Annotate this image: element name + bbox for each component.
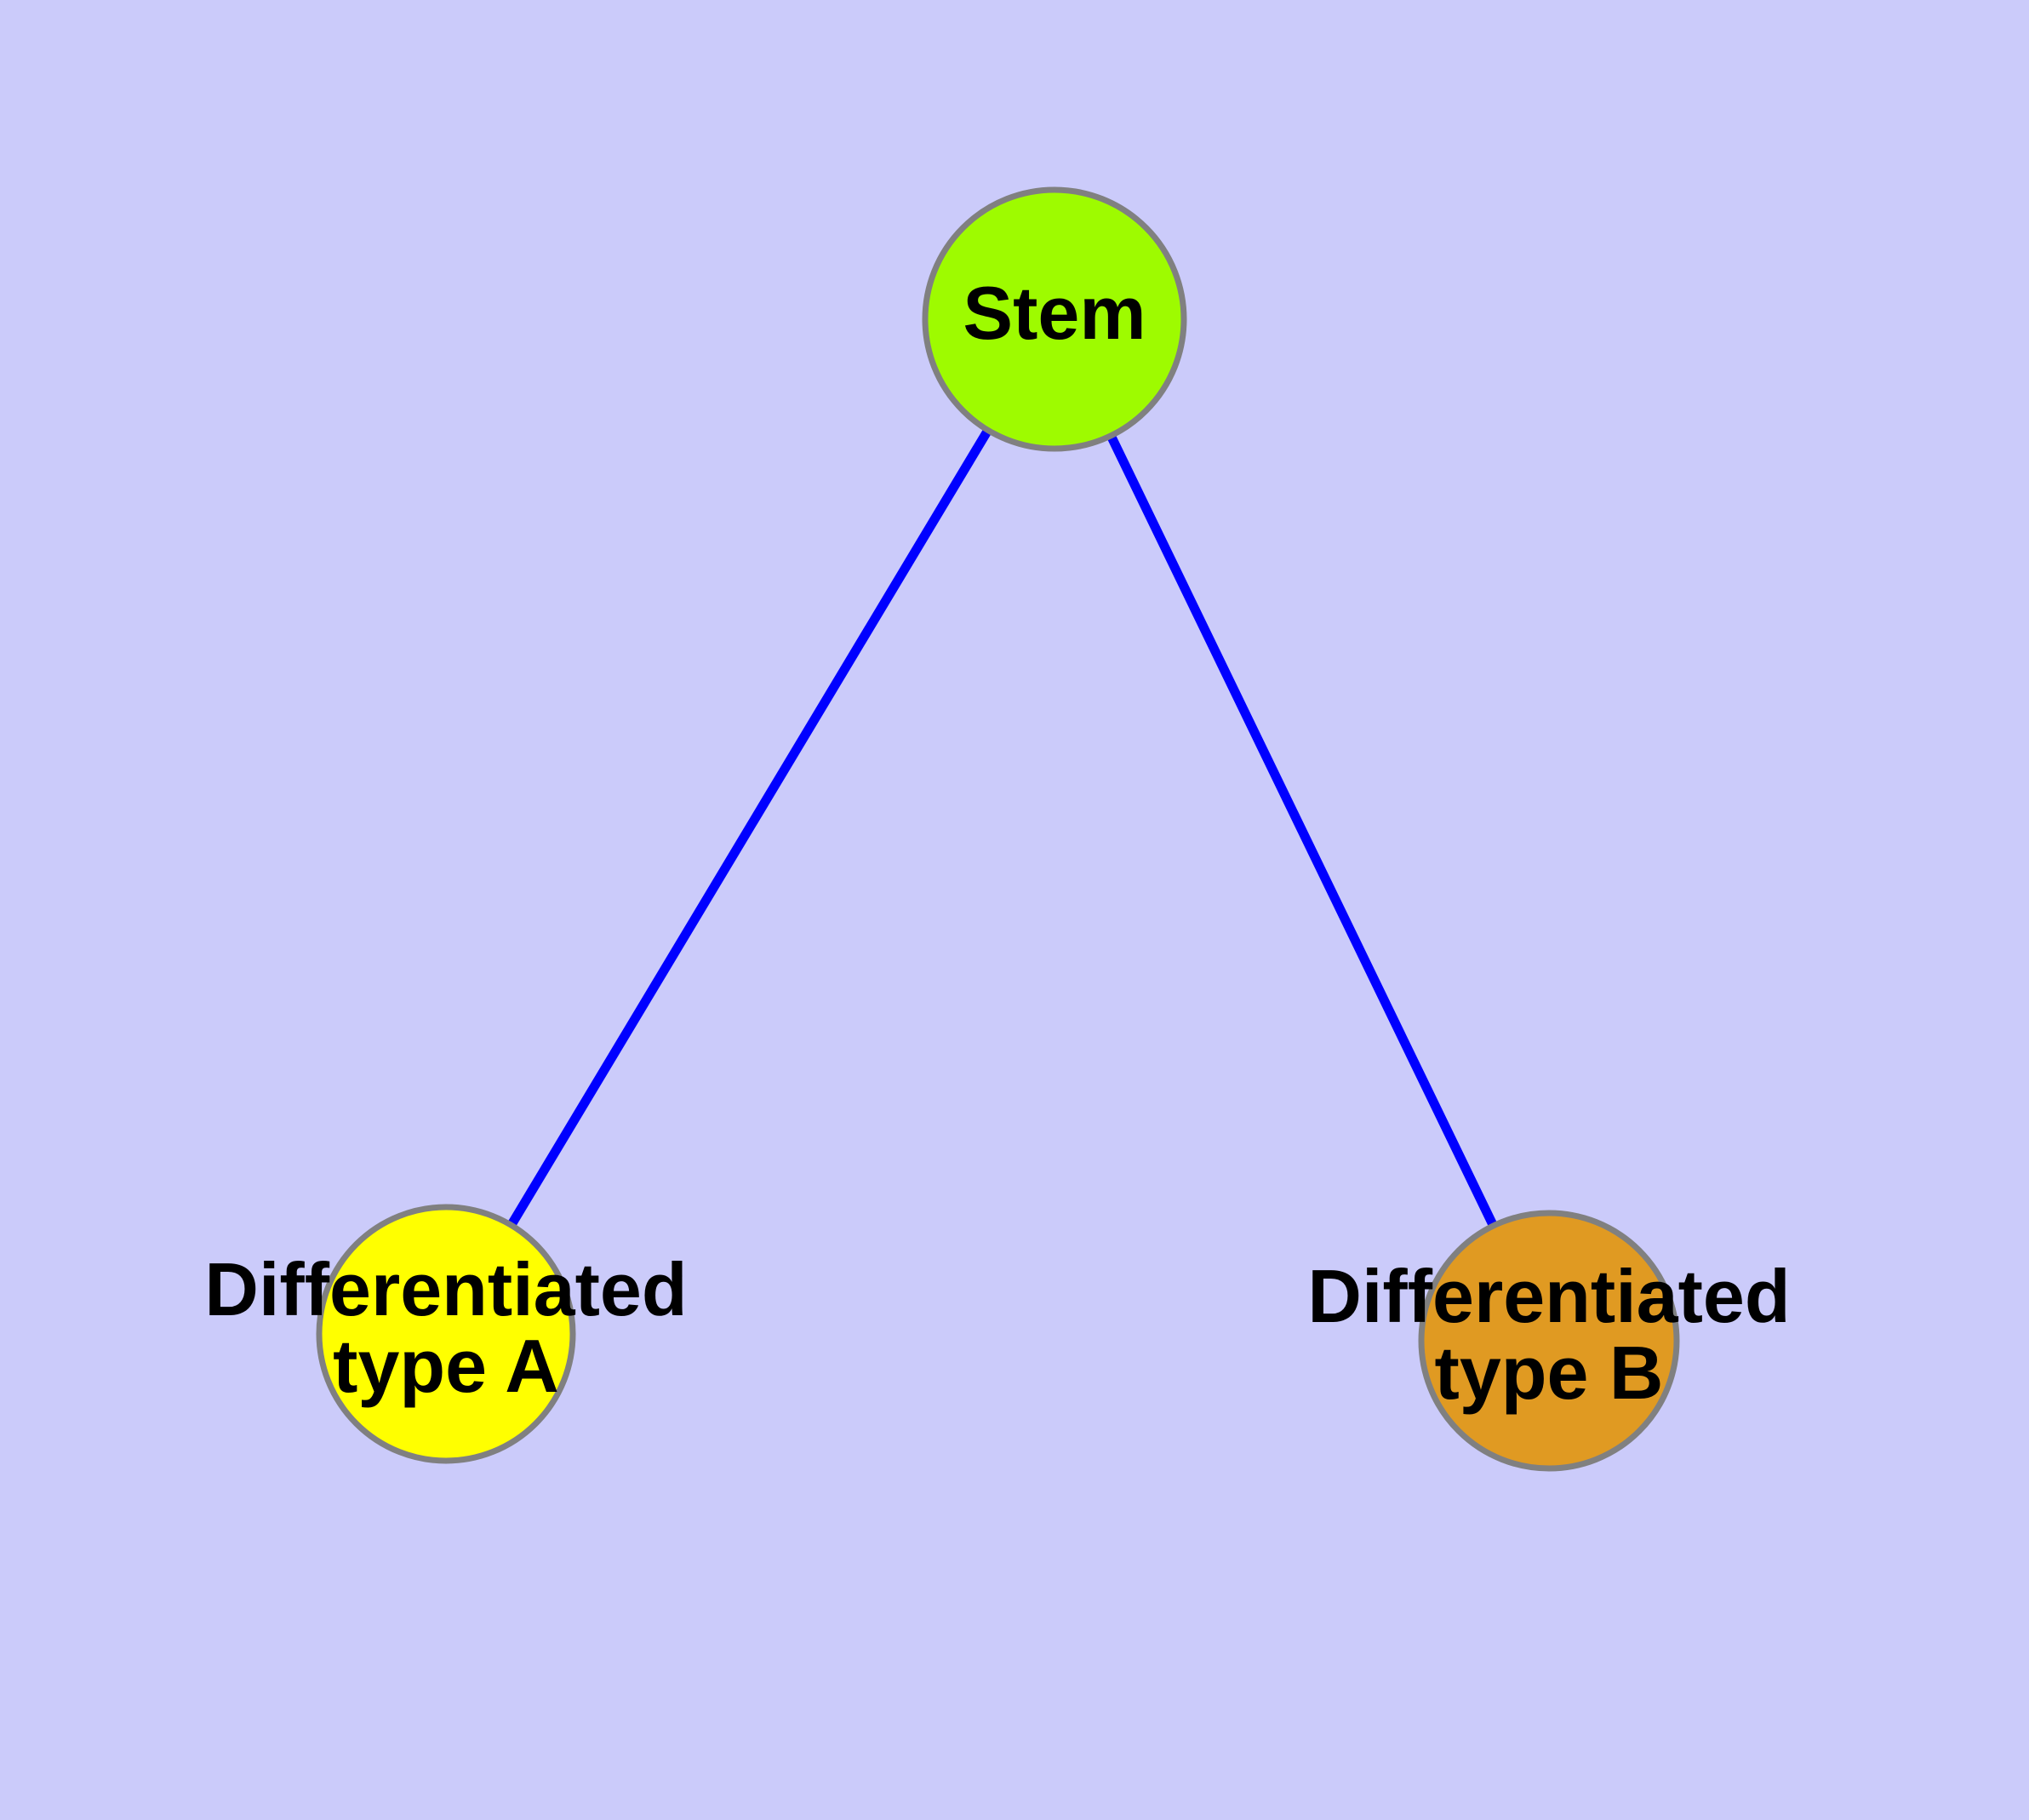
node-differentiated-type-a-circle[interactable] — [316, 1204, 576, 1464]
edge-layer — [442, 317, 1553, 1343]
node-label-line: Stem — [963, 271, 1146, 355]
node-stem[interactable] — [922, 186, 1187, 452]
node-label-line: type A — [333, 1324, 559, 1408]
node-differentiated-type-b-circle[interactable] — [1418, 1210, 1680, 1472]
node-label-stem: Stem — [963, 271, 1146, 355]
node-differentiated-type-a[interactable] — [316, 1204, 576, 1464]
node-stem-circle[interactable] — [922, 186, 1187, 452]
node-label-line: Differentiated — [204, 1247, 687, 1331]
edge-stem-to-differentiated-type-b[interactable] — [1050, 317, 1553, 1343]
node-differentiated-type-b[interactable] — [1418, 1210, 1680, 1472]
edge-stem-to-differentiated-type-a[interactable] — [442, 317, 1059, 1336]
node-label-line: type B — [1435, 1331, 1664, 1415]
node-layer — [316, 186, 1680, 1472]
node-label-line: Differentiated — [1307, 1254, 1790, 1338]
